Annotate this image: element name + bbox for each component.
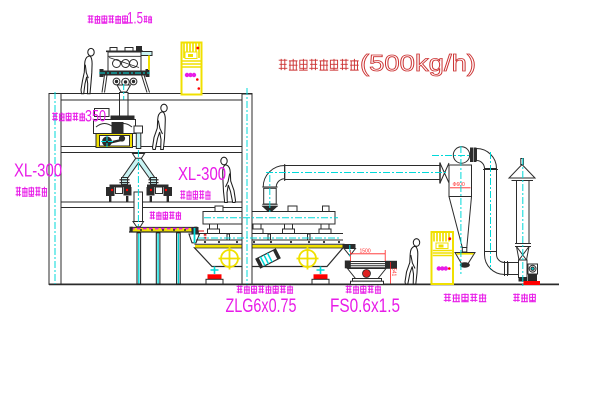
svg-text:XL-300: XL-300 xyxy=(178,164,226,184)
svg-text:350: 350 xyxy=(85,107,106,126)
svg-text:XL-300: XL-300 xyxy=(14,161,62,181)
svg-text:Φ600: Φ600 xyxy=(453,182,466,188)
svg-text:541: 541 xyxy=(390,268,396,277)
svg-text:1.5: 1.5 xyxy=(127,10,143,28)
svg-text:FS0.6x1.5: FS0.6x1.5 xyxy=(330,296,400,317)
svg-text:ZLG6x0.75: ZLG6x0.75 xyxy=(226,296,297,317)
svg-text:(500kg/h): (500kg/h) xyxy=(360,50,476,76)
svg-text:1500: 1500 xyxy=(360,248,371,254)
